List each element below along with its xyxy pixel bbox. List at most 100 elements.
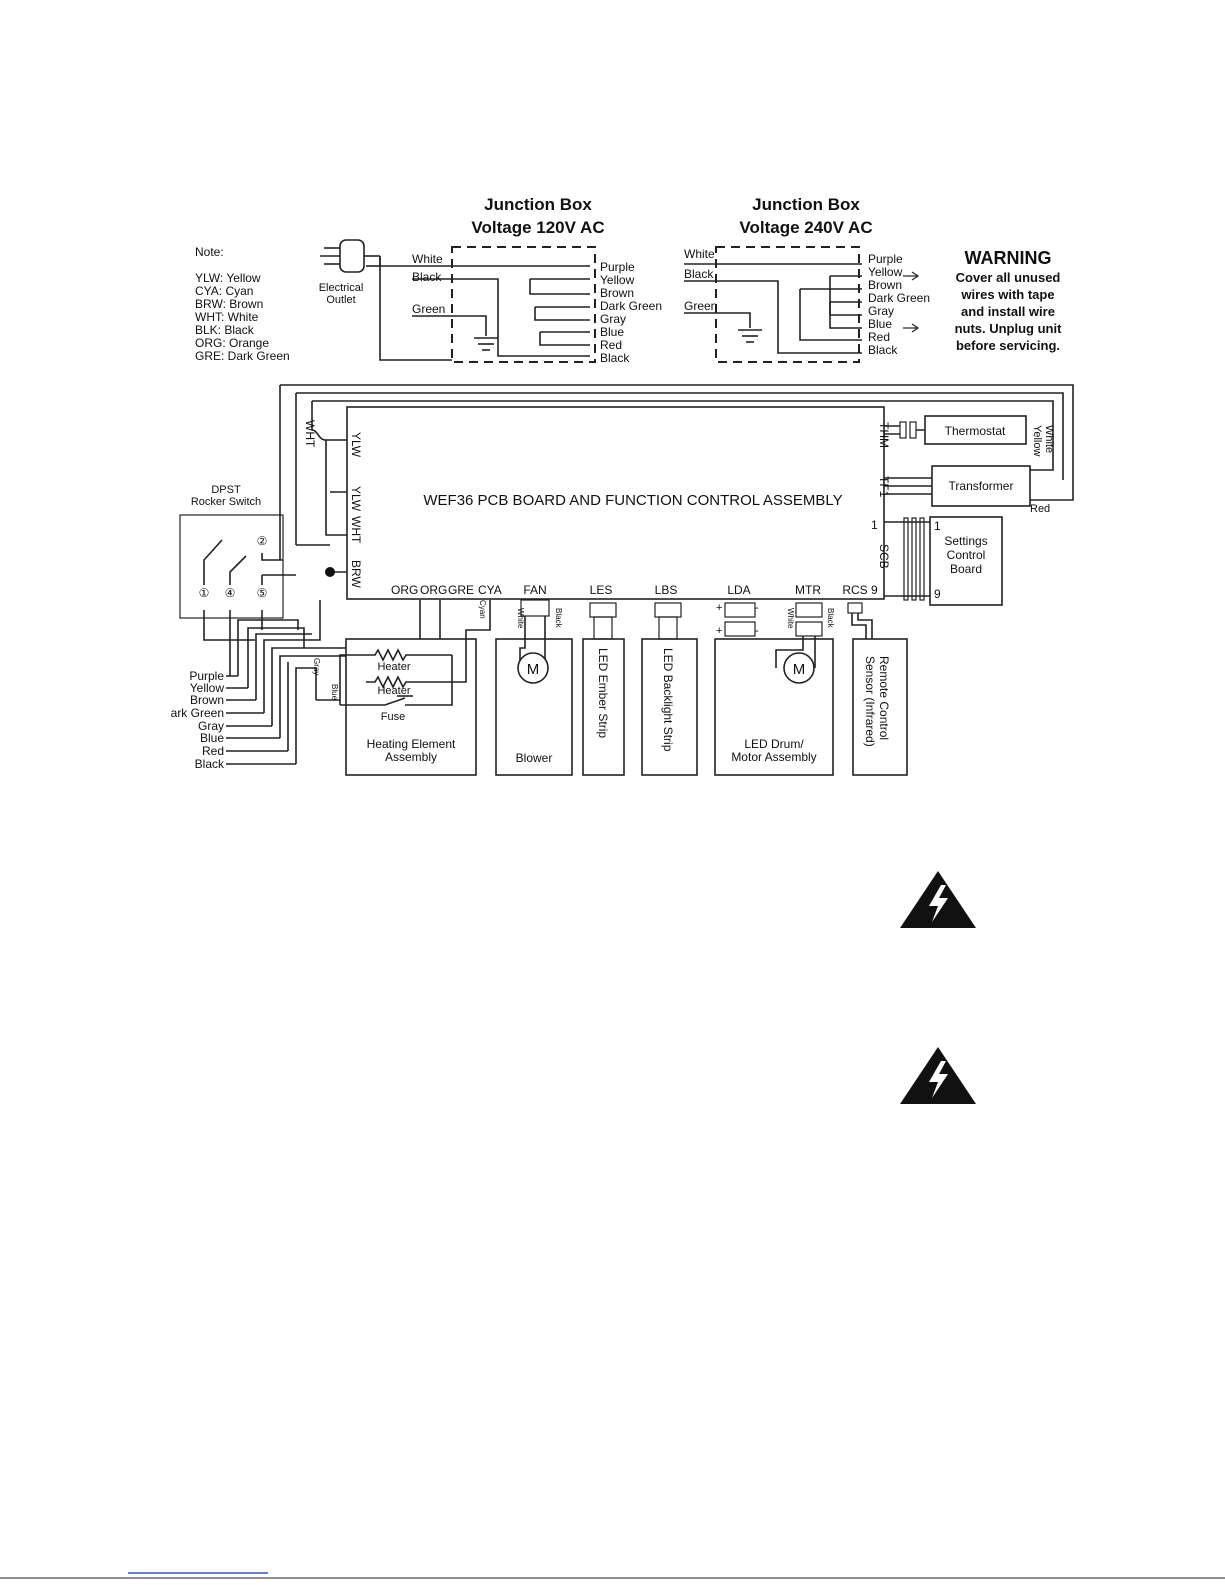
led-drum-label-2: Motor Assembly bbox=[731, 750, 816, 764]
switch-terminal-2: ② bbox=[257, 534, 268, 548]
led-ember-label: LED Ember Strip bbox=[596, 648, 610, 738]
jb120-out-yellow: Yellow bbox=[600, 273, 635, 287]
lda-minus-2: - bbox=[755, 625, 759, 637]
switch-terminal-5: ⑤ bbox=[257, 586, 268, 600]
note-line-1: YLW: Yellow bbox=[195, 271, 261, 285]
pcb-right-thm: THM bbox=[877, 422, 891, 448]
switch-label-1: DPST bbox=[211, 484, 241, 496]
jb120-out-blue: Blue bbox=[600, 325, 624, 339]
outlet-label-1: Electrical bbox=[319, 282, 364, 294]
led-drum-label-1: LED Drum/ bbox=[744, 737, 804, 751]
jb120-out-darkgreen: Dark Green bbox=[600, 299, 662, 313]
lda-minus-1: - bbox=[755, 602, 759, 614]
heater-wire-cyan: Cyan bbox=[478, 600, 487, 619]
jb240-out-purple: Purple bbox=[868, 252, 903, 266]
pcb-right-scb: SCB bbox=[877, 544, 891, 569]
junction-dot bbox=[325, 567, 335, 577]
pcb-conn-fan: FAN bbox=[523, 583, 546, 597]
jb120-out-red: Red bbox=[600, 338, 622, 352]
remote-label-2: Sensor (Infrared) bbox=[863, 656, 877, 747]
settings-line-2: Control bbox=[947, 548, 986, 562]
jb120-title-2: Voltage 120V AC bbox=[471, 218, 604, 237]
jb240-out-black: Black bbox=[868, 343, 898, 357]
pcb-left-wht: WHT bbox=[349, 516, 363, 544]
warning-line-4: nuts. Unplug unit bbox=[955, 321, 1063, 336]
jb240-out-blue: Blue bbox=[868, 317, 892, 331]
warning-line-2: wires with tape bbox=[960, 287, 1054, 302]
fuse-label: Fuse bbox=[381, 711, 405, 723]
side-wire-red: Red bbox=[202, 744, 224, 758]
blower-label: Blower bbox=[516, 751, 553, 765]
right-wire-yellow: Yellow bbox=[1031, 425, 1043, 456]
jb240-out-red: Red bbox=[868, 330, 890, 344]
settings-line-3: Board bbox=[950, 562, 982, 576]
jb240-out-darkgreen: Dark Green bbox=[868, 291, 930, 305]
pcb-conn-lbs: LBS bbox=[655, 583, 678, 597]
settings-line-1: Settings bbox=[944, 534, 987, 548]
pcb-right-tf1: TF1 bbox=[877, 476, 891, 498]
settings-pin-9: 9 bbox=[934, 587, 941, 601]
note-line-2: CYA: Cyan bbox=[195, 284, 253, 298]
pcb-left-brw: BRW bbox=[349, 560, 363, 588]
heater-2-icon bbox=[366, 675, 452, 689]
pcb-board bbox=[346, 406, 885, 600]
jb240-title-1: Junction Box bbox=[752, 195, 860, 214]
right-wire-white: White bbox=[1043, 425, 1055, 453]
warning-heading: WARNING bbox=[965, 248, 1052, 268]
outlet-label-2: Outlet bbox=[326, 294, 355, 306]
jb240-title-2: Voltage 240V AC bbox=[739, 218, 872, 237]
jb120-out-black: Black bbox=[600, 351, 630, 365]
pcb-bottom-org-2: ORG bbox=[420, 583, 447, 597]
electrical-hazard-icon-2 bbox=[900, 1047, 976, 1104]
remote-sensor-box bbox=[852, 638, 908, 776]
thermostat-label: Thermostat bbox=[945, 424, 1006, 438]
remote-label-1: Remote Control bbox=[877, 656, 891, 740]
jb120-ground-icon bbox=[474, 337, 498, 351]
jb240-out-brown: Brown bbox=[868, 278, 902, 292]
transformer-label: Transformer bbox=[949, 479, 1014, 493]
heating-element-label-1: Heating Element bbox=[367, 737, 456, 751]
heater-wire-blue: Blue bbox=[330, 684, 339, 701]
side-wire-darkgreen: ark Green bbox=[171, 706, 224, 720]
jb120-in-black: Black bbox=[412, 270, 442, 284]
pcb-bottom-cya: CYA bbox=[478, 583, 502, 597]
warning-line-3: and install wire bbox=[961, 304, 1055, 319]
rocker-switch-box bbox=[179, 514, 284, 619]
side-wire-yellow: Yellow bbox=[190, 681, 225, 695]
pcb-conn-mtr: MTR bbox=[795, 583, 821, 597]
heater-1-label: Heater bbox=[377, 661, 410, 673]
heating-element-label-2: Assembly bbox=[385, 750, 437, 764]
side-wire-gray: Gray bbox=[198, 719, 224, 733]
side-wire-purple: Purple bbox=[189, 669, 224, 683]
note-heading: Note: bbox=[195, 245, 224, 259]
note-line-4: WHT: White bbox=[195, 310, 259, 324]
side-wire-black: Black bbox=[195, 757, 225, 771]
heater-2-label: Heater bbox=[377, 685, 410, 697]
pcb-left-ylw-2: YLW bbox=[349, 486, 363, 512]
jb120-out-brown: Brown bbox=[600, 286, 634, 300]
pcb-conn-lda: LDA bbox=[727, 583, 750, 597]
jb120-out-gray: Gray bbox=[600, 312, 626, 326]
led-ember-box bbox=[582, 638, 625, 776]
lda-plus-2: + bbox=[716, 625, 722, 637]
fuse-icon bbox=[340, 655, 453, 706]
jb120-title-1: Junction Box bbox=[484, 195, 592, 214]
pcb-conn-rcs: RCS bbox=[842, 583, 867, 597]
pcb-title: WEF36 PCB BOARD AND FUNCTION CONTROL ASS… bbox=[423, 492, 842, 509]
jb240-out-yellow: Yellow bbox=[868, 265, 903, 279]
blower-motor-label: M bbox=[527, 661, 540, 678]
blower-wire-white: White bbox=[516, 608, 525, 629]
switch-terminal-1: ① bbox=[199, 586, 210, 600]
jb240-box bbox=[715, 246, 860, 363]
transformer-box bbox=[931, 465, 1031, 507]
settings-board-box bbox=[929, 516, 1003, 606]
pcb-left-wire-label: WHT bbox=[303, 420, 317, 448]
drum-wire-white: White bbox=[786, 608, 795, 629]
lda-plus-1: + bbox=[716, 602, 722, 614]
jb240-out-gray: Gray bbox=[868, 304, 894, 318]
drum-wire-black: Black bbox=[826, 608, 835, 629]
jb240-in-green: Green bbox=[684, 299, 717, 313]
note-line-6: ORG: Orange bbox=[195, 336, 269, 350]
pcb-bottom-gre: GRE bbox=[448, 583, 474, 597]
